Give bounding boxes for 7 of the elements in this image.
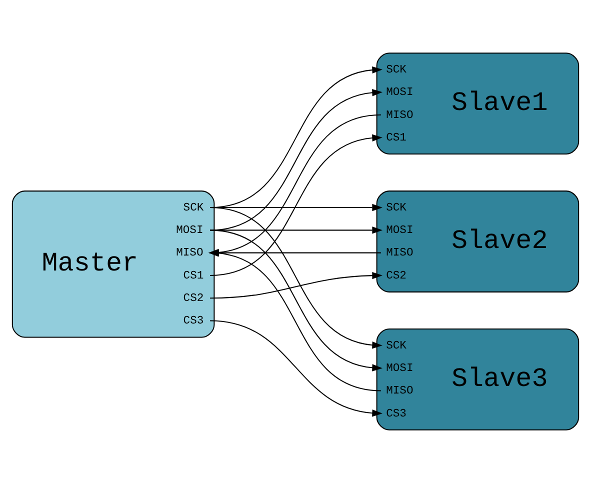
arrow bbox=[210, 320, 382, 417]
arrow bbox=[210, 207, 382, 349]
arrow bbox=[210, 89, 382, 231]
arrow bbox=[210, 230, 382, 372]
arrow bbox=[210, 134, 382, 276]
arrow bbox=[210, 226, 382, 234]
arrow bbox=[210, 272, 382, 299]
